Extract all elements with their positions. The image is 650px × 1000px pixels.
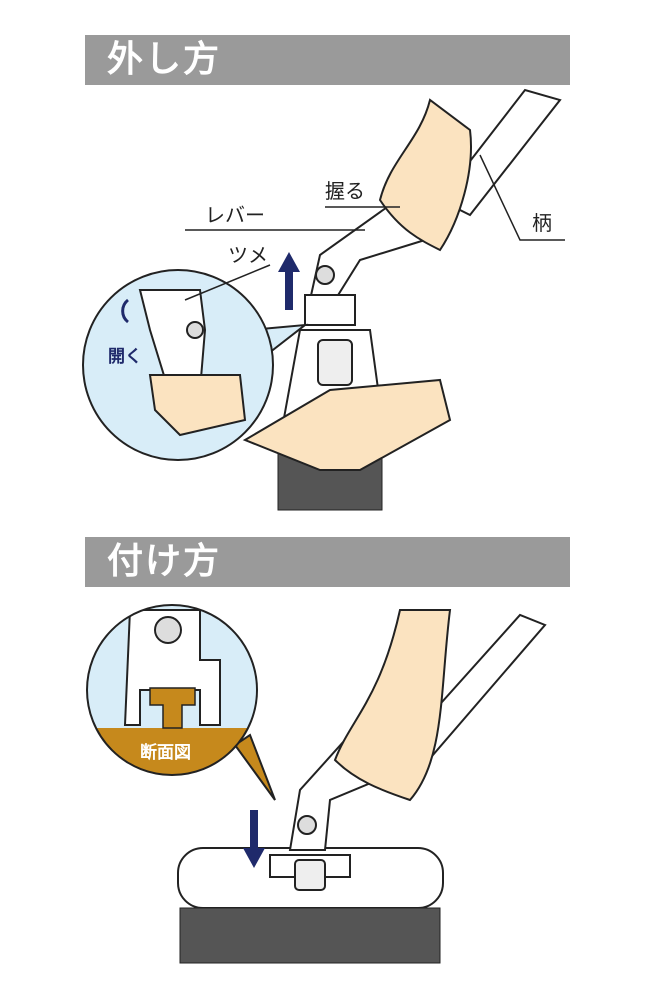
lever-label: レバー bbox=[205, 203, 265, 227]
down-arrow bbox=[243, 810, 265, 868]
cross-section-circle bbox=[86, 604, 276, 801]
hand-pressing bbox=[242, 378, 452, 471]
open-label: 開く bbox=[108, 347, 142, 367]
claw-label: ツメ bbox=[228, 243, 268, 267]
lever-holder bbox=[304, 198, 427, 326]
up-arrow bbox=[278, 252, 300, 310]
hand-bottom bbox=[333, 609, 452, 802]
removal-header: 外し方 bbox=[85, 35, 570, 85]
attachment-header: 付け方 bbox=[85, 537, 570, 587]
rotate-arrow-icon bbox=[121, 298, 130, 324]
claw-detail-circle bbox=[82, 269, 309, 461]
handle-label: 柄 bbox=[532, 211, 552, 235]
cross-section-label: 断面図 bbox=[140, 742, 191, 763]
grip-label: 握る bbox=[325, 179, 365, 203]
brush-head-bottom bbox=[177, 847, 444, 964]
hand-gripping bbox=[378, 98, 472, 252]
